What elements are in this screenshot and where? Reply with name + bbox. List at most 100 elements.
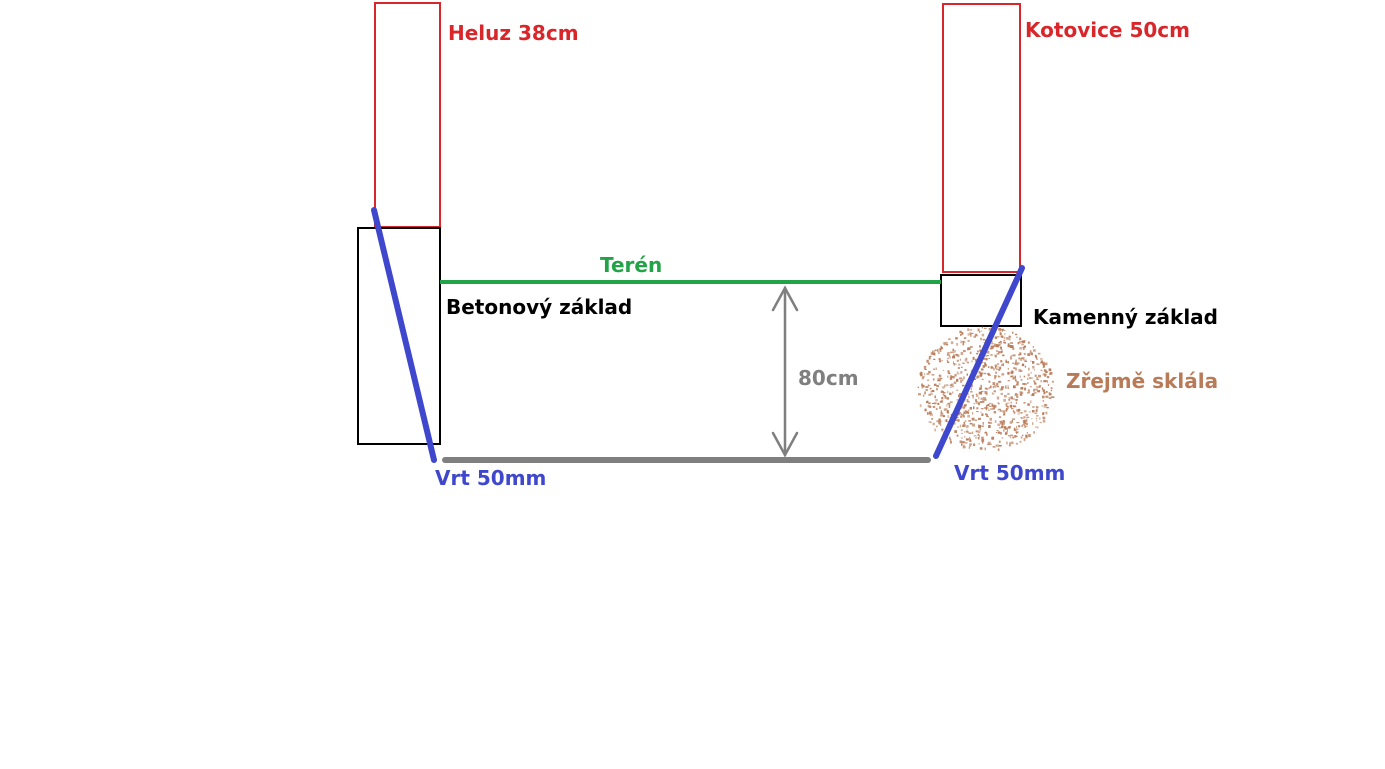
- rock-speck: [949, 351, 953, 354]
- rock-speck: [962, 342, 965, 346]
- rock-speck: [952, 356, 955, 359]
- rock-speck: [967, 328, 970, 331]
- rock-speck: [1031, 410, 1035, 413]
- rock-speck: [984, 447, 986, 451]
- rock-speck: [930, 393, 934, 395]
- rock-speck: [939, 401, 943, 403]
- rock-speck: [1026, 425, 1028, 427]
- rock-speck: [960, 366, 963, 368]
- rock-speck: [979, 373, 983, 376]
- rock-speck: [929, 355, 932, 357]
- rock-speck: [1023, 352, 1026, 355]
- rock-speck: [1033, 391, 1037, 394]
- rock-speck: [966, 399, 969, 402]
- rock-speck: [978, 417, 981, 420]
- rock-speck: [934, 349, 937, 351]
- rock-speck: [1001, 422, 1004, 425]
- rock-speck: [978, 371, 981, 374]
- rock-speck: [952, 354, 955, 357]
- rock-speck: [922, 384, 925, 388]
- rock-speck: [994, 336, 998, 339]
- rock-speck: [982, 338, 986, 341]
- rock-speck: [1012, 354, 1016, 357]
- rock-speck: [929, 411, 932, 414]
- rock-speck: [982, 362, 984, 364]
- rock-speck: [966, 373, 968, 376]
- right-stone-foundation: [940, 274, 1022, 327]
- rock-speck: [938, 418, 941, 421]
- rock-speck: [999, 330, 1001, 334]
- rock-speck: [930, 421, 932, 423]
- rock-speck: [956, 343, 959, 346]
- rock-speck: [953, 422, 956, 425]
- rock-speck: [1001, 424, 1004, 428]
- rock-speck: [1001, 387, 1004, 391]
- rock-speck: [986, 415, 989, 418]
- rock-speck: [1014, 394, 1018, 396]
- rock-speck: [1029, 350, 1032, 353]
- rock-speck: [959, 393, 962, 396]
- rock-speck: [1033, 431, 1035, 434]
- rock-speck: [933, 383, 937, 386]
- rock-speck: [974, 437, 978, 439]
- rock-speck: [1010, 436, 1012, 439]
- rock-speck: [992, 407, 996, 410]
- rock-speck: [962, 424, 966, 427]
- rock-speck: [1047, 383, 1050, 386]
- rock-speck: [1007, 387, 1009, 389]
- rock-speck: [994, 375, 997, 378]
- rock-speck: [1004, 333, 1006, 335]
- rock-speck: [1005, 359, 1007, 362]
- rock-speck: [998, 440, 1001, 443]
- rock-speck: [1044, 375, 1046, 377]
- rock-speck: [1041, 387, 1044, 390]
- rock-speck: [971, 417, 975, 421]
- rock-speck: [984, 406, 987, 410]
- rock-speck: [1029, 351, 1033, 355]
- rock-speck: [989, 327, 991, 330]
- rock-speck: [1032, 422, 1034, 425]
- rock-speck: [921, 383, 923, 387]
- rock-speck: [942, 386, 945, 389]
- rock-speck: [966, 426, 969, 428]
- rock-speck: [977, 328, 980, 332]
- rock-speck: [929, 388, 931, 390]
- rock-speck: [967, 409, 970, 412]
- rock-speck: [960, 371, 963, 374]
- rock-speck: [1033, 388, 1035, 392]
- rock-speck: [1019, 337, 1022, 341]
- rock-speck: [937, 348, 939, 352]
- rock-speck: [1022, 434, 1024, 436]
- rock-speck: [960, 352, 964, 355]
- rock-speck: [1023, 421, 1026, 423]
- rock-speck: [946, 411, 949, 414]
- rock-speck: [1006, 337, 1009, 340]
- rock-speck: [986, 350, 990, 354]
- rock-speck: [944, 384, 946, 388]
- rock-speck: [985, 355, 988, 357]
- rock-speck: [1004, 427, 1008, 430]
- rock-speck: [923, 365, 927, 368]
- rock-speck: [1028, 341, 1030, 344]
- rock-speck: [959, 440, 963, 442]
- rock-speck: [962, 441, 965, 444]
- rock-speck: [1038, 384, 1042, 388]
- rock-speck: [942, 392, 946, 394]
- rock-speck: [931, 413, 933, 417]
- rock-speck: [960, 432, 963, 434]
- rock-speck: [942, 342, 944, 344]
- rock-speck: [996, 349, 998, 353]
- rock-speck: [1014, 362, 1017, 365]
- rock-speck: [988, 387, 990, 390]
- rock-speck: [988, 421, 990, 424]
- rock-speck: [1020, 378, 1023, 381]
- rock-speck: [1024, 425, 1027, 428]
- rock-speck: [933, 358, 936, 360]
- rock-speck: [995, 365, 997, 369]
- rock-speck: [1020, 387, 1024, 390]
- rock-speck: [925, 408, 927, 412]
- rock-speck: [986, 433, 988, 436]
- rock-speck: [956, 371, 959, 375]
- rock-speck: [1047, 382, 1049, 384]
- rock-speck: [999, 420, 1002, 423]
